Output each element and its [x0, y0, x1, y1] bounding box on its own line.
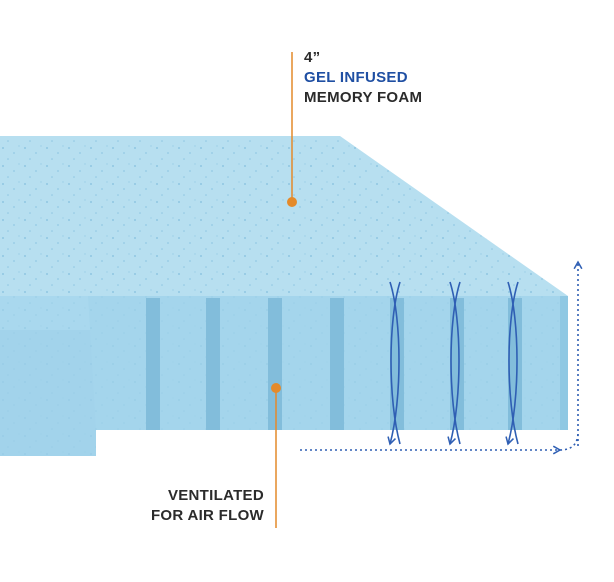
callout-dot-icon	[271, 383, 281, 393]
foam-top-surface	[0, 136, 568, 296]
thickness-label: 4”	[304, 49, 321, 66]
material-label: MEMORY FOAM	[304, 89, 423, 106]
foam-left-block	[0, 296, 96, 456]
vent-channel	[146, 298, 160, 430]
gel-infused-label: GEL INFUSED	[304, 69, 408, 86]
callout-dot-icon	[287, 197, 297, 207]
vent-channel	[268, 298, 282, 430]
vent-channel	[330, 298, 344, 430]
vent-channel	[206, 298, 220, 430]
callout-label-bottom: VENTILATED FOR AIR FLOW	[112, 486, 264, 526]
vent-channel	[390, 298, 404, 430]
callout-label-top: 4” GEL INFUSED MEMORY FOAM	[304, 48, 422, 108]
callout-bottom	[271, 383, 281, 528]
airflow-arrow-icon	[300, 260, 583, 455]
callout-top	[287, 52, 297, 207]
ventilated-label: VENTILATED	[167, 487, 264, 504]
air-flow-label: FOR AIR FLOW	[150, 507, 264, 524]
vent-channel	[508, 298, 522, 430]
vent-channel	[450, 298, 464, 430]
foam-front-face	[88, 296, 568, 430]
